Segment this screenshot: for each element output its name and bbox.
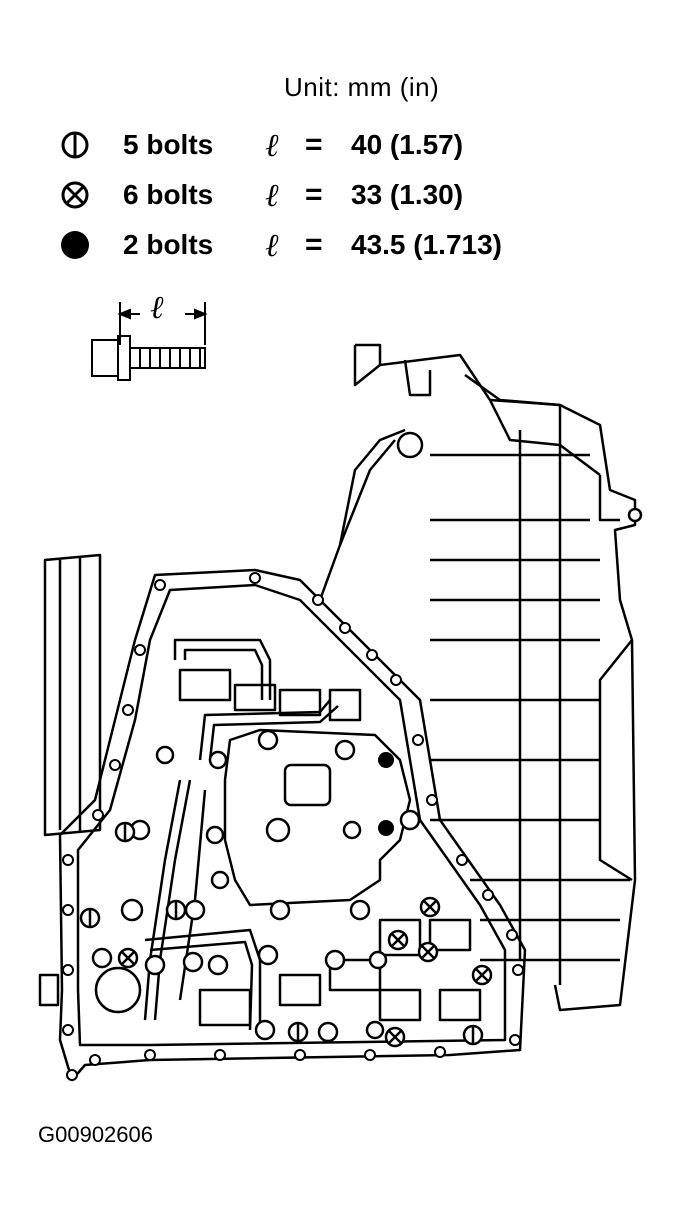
equals-sign: = <box>305 128 323 161</box>
bolt-length-label: ℓ <box>150 288 164 326</box>
equals-sign: = <box>305 228 323 261</box>
length-symbol: ℓ <box>265 126 279 164</box>
legend-row-2-bolts: 2 bolts ℓ = 43.5 (1.713) <box>55 225 502 265</box>
legend-count: 5 bolts <box>123 129 214 160</box>
length-symbol: ℓ <box>265 226 279 264</box>
filled-circle-icon <box>55 225 95 265</box>
unit-label: Unit: mm (in) <box>284 72 440 102</box>
legend-value: 40 (1.57) <box>351 129 464 160</box>
legend-value: 33 (1.30) <box>351 179 464 210</box>
legend-count: 2 bolts <box>123 229 214 260</box>
equals-sign: = <box>305 178 323 211</box>
legend-row-6-bolts: 6 bolts ℓ = 33 (1.30) <box>55 175 463 215</box>
circle-bar-icon <box>55 125 95 165</box>
figure-id: G00902606 <box>38 1122 153 1147</box>
circle-cross-icon <box>55 175 95 215</box>
legend-count: 6 bolts <box>123 179 214 210</box>
length-symbol: ℓ <box>265 176 279 214</box>
legend-row-5-bolts: 5 bolts ℓ = 40 (1.57) <box>55 125 463 165</box>
legend-value: 43.5 (1.713) <box>351 229 502 260</box>
